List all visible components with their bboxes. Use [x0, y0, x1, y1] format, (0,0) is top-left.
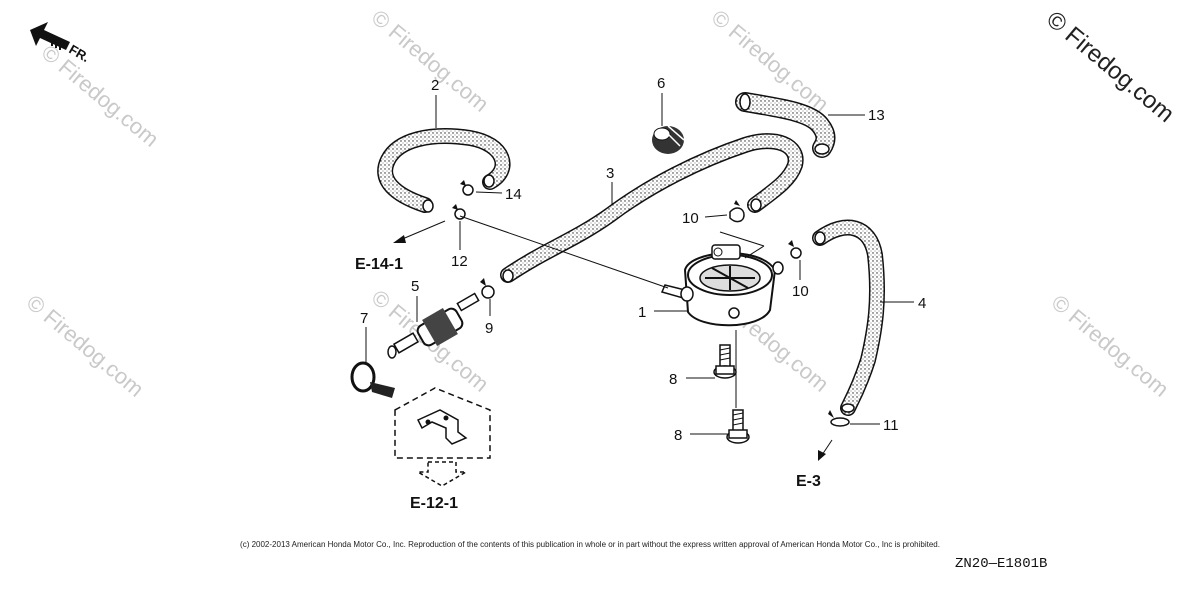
- callout-3: 3: [606, 165, 614, 182]
- callout-12: 12: [451, 253, 468, 270]
- callout-13: 13: [868, 107, 885, 124]
- bolt-8-lower: [726, 409, 750, 444]
- callout-6: 6: [657, 75, 665, 92]
- callout-11: 11: [883, 417, 899, 434]
- clamp-9: [480, 278, 495, 299]
- callout-2: 2: [431, 77, 439, 94]
- fuel-filter-5: [387, 292, 480, 359]
- tube-4: [812, 219, 886, 416]
- callout-4: 4: [918, 295, 926, 312]
- copyright-notice: (c) 2002-2013 American Honda Motor Co., …: [240, 540, 940, 549]
- callout-7: 7: [360, 310, 368, 327]
- tube-2: [377, 128, 511, 213]
- callout-10a: 10: [682, 210, 699, 227]
- callout-8b: 8: [674, 427, 682, 444]
- callout-1: 1: [638, 304, 646, 321]
- watermark-group: © Firedog.com © Firedog.com © Firedog.co…: [22, 5, 1180, 402]
- ref-e14-1: E-14-1: [355, 256, 403, 273]
- watermark-text: © Firedog.com: [37, 40, 164, 152]
- arrow-e3-icon: [818, 439, 833, 461]
- tube-3: [500, 133, 804, 283]
- clamp-10-upper: [729, 200, 745, 223]
- callout-8a: 8: [669, 371, 677, 388]
- leader-lines: [365, 93, 914, 435]
- clamp-11: [828, 410, 850, 427]
- watermark-text: © Firedog.com: [1047, 290, 1174, 402]
- callout-5: 5: [411, 278, 419, 295]
- callout-9: 9: [485, 320, 493, 337]
- clamp-10-lower: [788, 240, 802, 259]
- tube-13: [735, 92, 836, 158]
- callout-14: 14: [505, 186, 522, 203]
- bolt-8-upper: [713, 344, 737, 379]
- callout-10b: 10: [792, 283, 809, 300]
- clamp-14: [460, 180, 474, 196]
- bracket-ref-box: [394, 387, 491, 487]
- ref-e3: E-3: [796, 473, 821, 490]
- front-arrow-icon: FR.: [30, 22, 92, 65]
- arrow-e14-icon: [393, 220, 446, 243]
- ref-e12-1: E-12-1: [410, 495, 458, 512]
- watermark-corner: © Firedog.com: [1041, 6, 1179, 128]
- watermark-text: © Firedog.com: [367, 5, 494, 117]
- clip-7: [350, 361, 395, 398]
- watermark-text: © Firedog.com: [22, 290, 149, 402]
- grommet-6: [652, 125, 685, 154]
- diagram-code: ZN20—E1801B: [955, 556, 1048, 572]
- fuel-strainer-1: [660, 244, 784, 327]
